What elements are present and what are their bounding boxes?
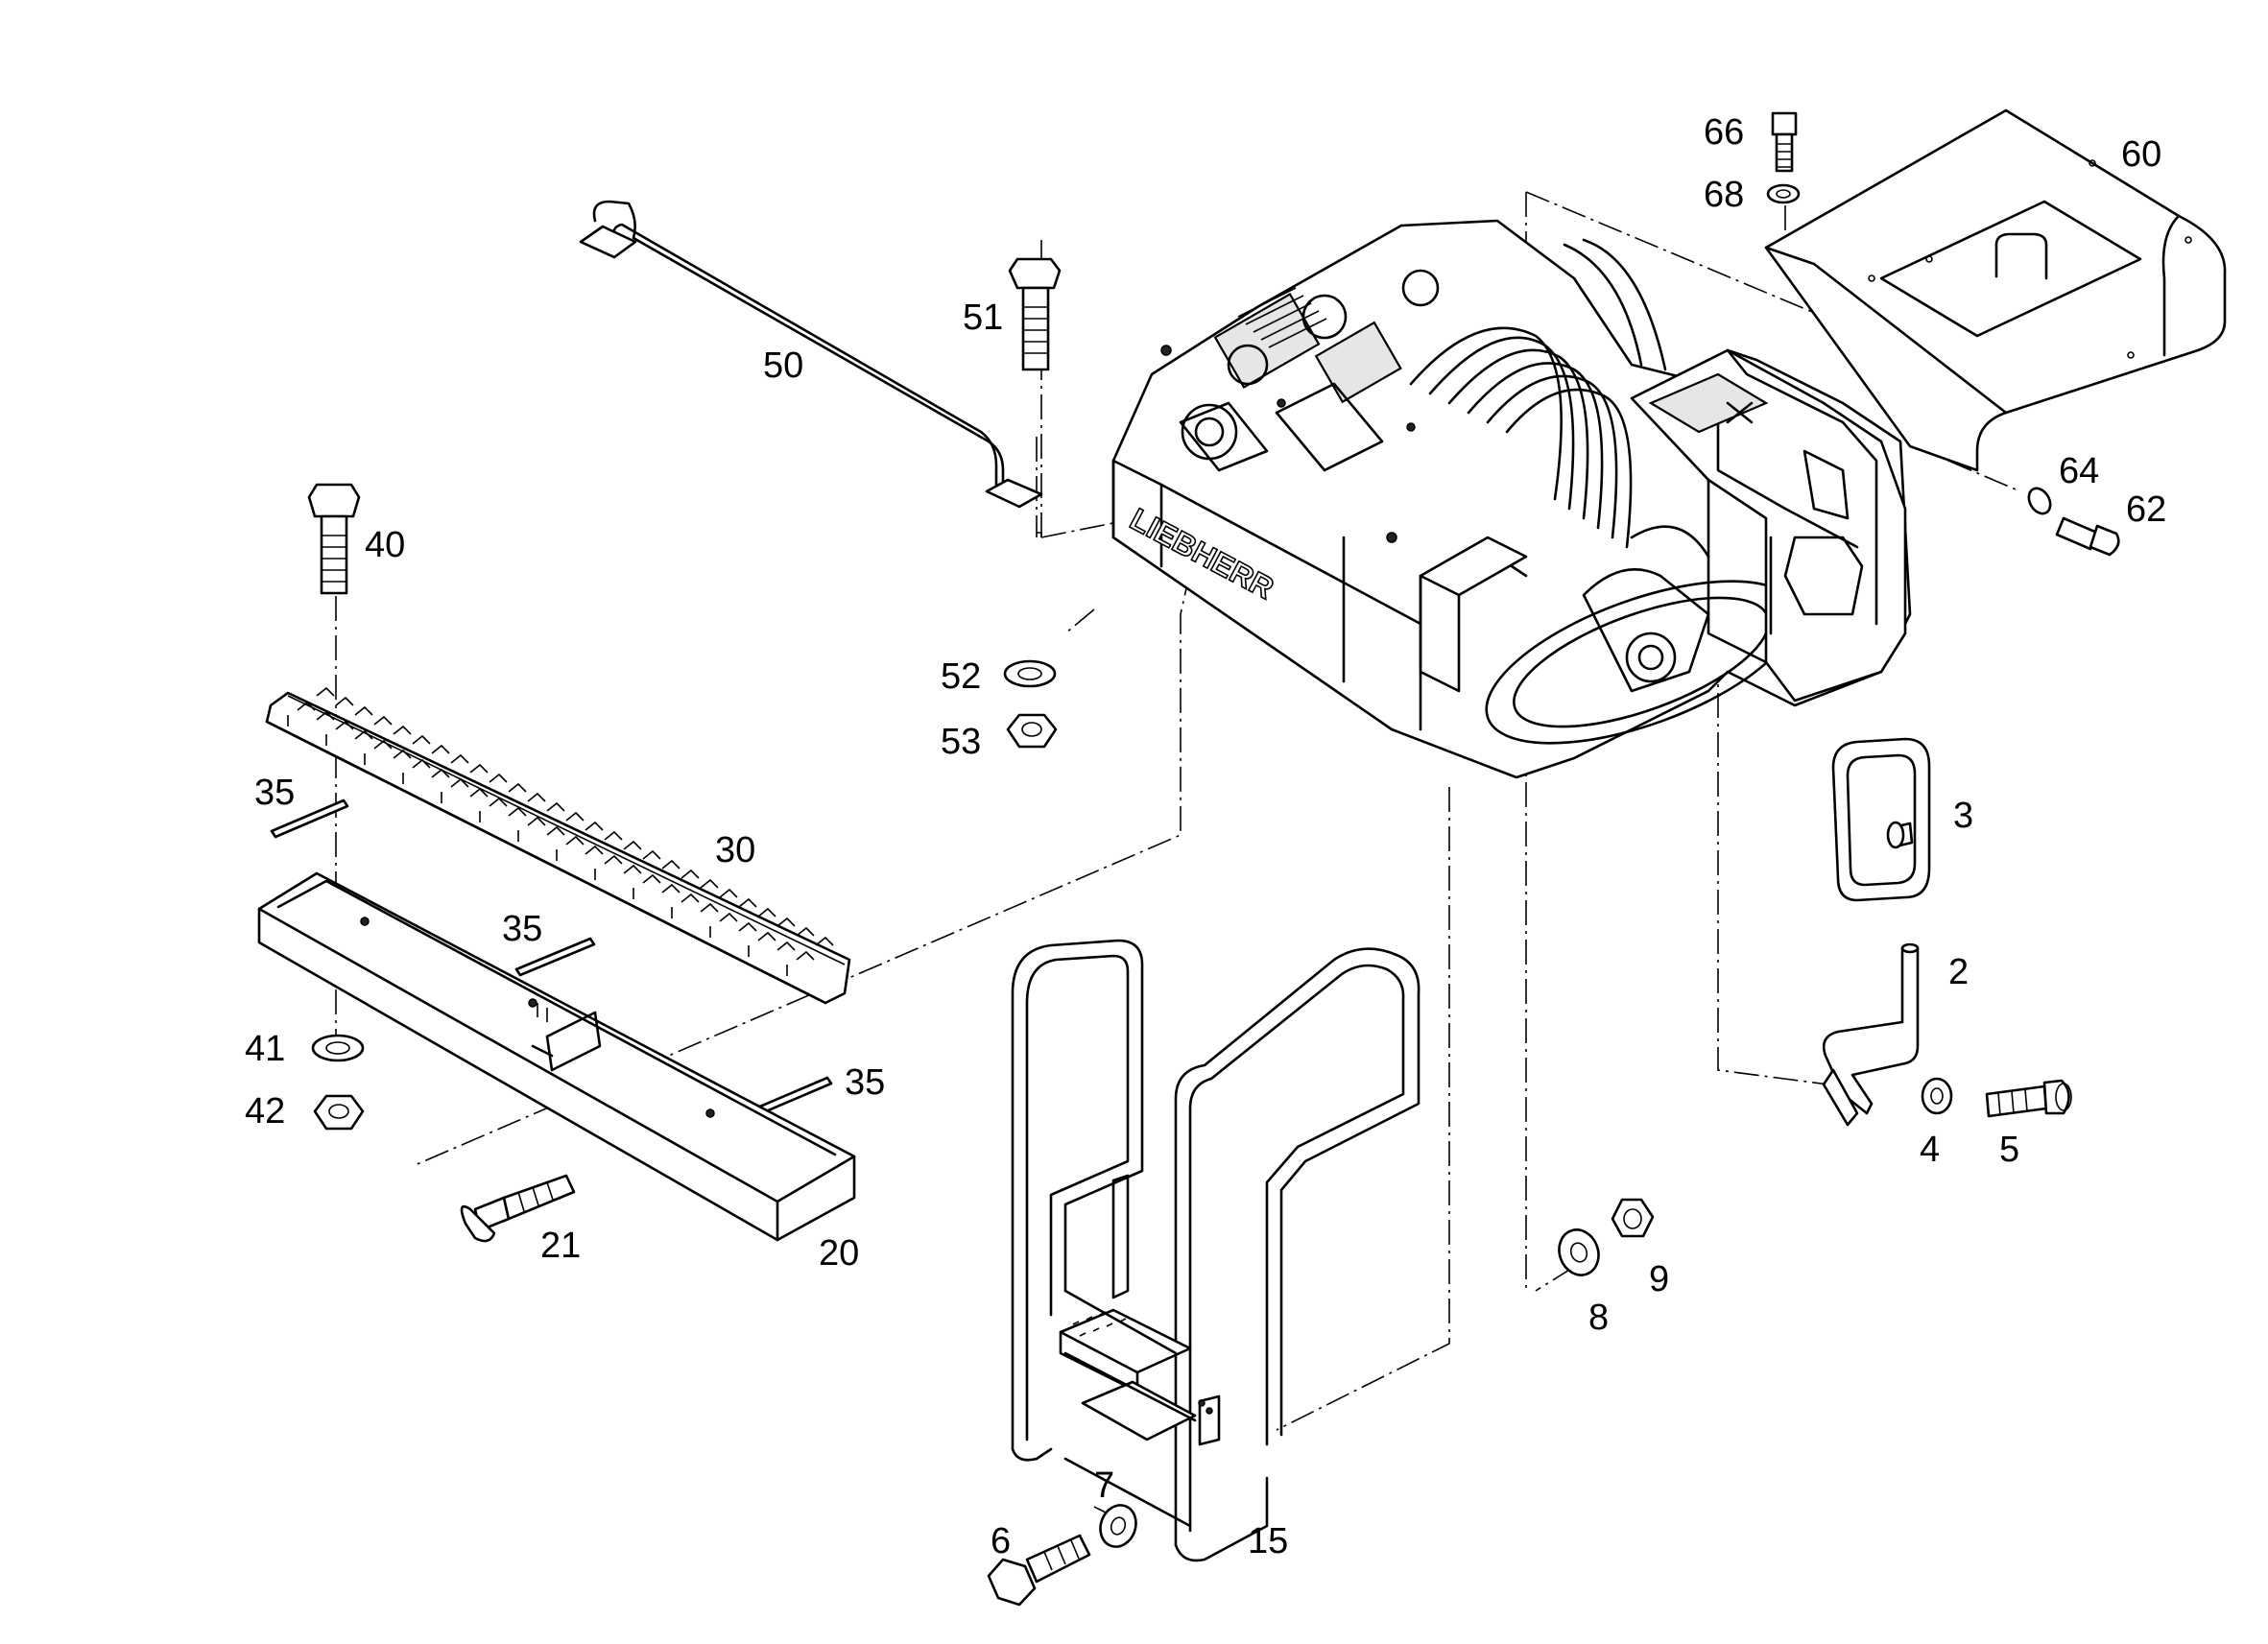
- label-part-41: 41: [245, 1029, 285, 1069]
- label-part-8: 8: [1588, 1298, 1609, 1338]
- washer-64: [2027, 487, 2052, 515]
- bolt-5: [1985, 1079, 2072, 1118]
- cab-frame: [1630, 348, 1907, 703]
- washer-68: [1766, 183, 1801, 204]
- nut-53: [1006, 713, 1058, 749]
- label-part-35c: 35: [845, 1062, 885, 1103]
- part-number-labels: 2 3 4 5 6 7 8 9 15 20 21 30 35 35 35 40 …: [245, 112, 2166, 1561]
- strip-35-c: [753, 1076, 833, 1116]
- nut-42: [313, 1094, 365, 1131]
- label-part-4: 4: [1920, 1130, 1940, 1170]
- grating-teeth: [287, 686, 834, 976]
- bolt-40: [307, 483, 361, 595]
- ladder-15: [1011, 939, 1420, 1562]
- cover-panel-60: [1764, 108, 2227, 472]
- bolt-62: [2055, 516, 2120, 557]
- handrail-50: [579, 200, 1043, 509]
- strip-35-a: [270, 798, 349, 839]
- label-part-66: 66: [1704, 112, 1744, 153]
- washer-7: [1099, 1504, 1137, 1548]
- label-part-6: 6: [991, 1521, 1011, 1561]
- label-part-7: 7: [1094, 1465, 1114, 1506]
- label-part-20: 20: [819, 1233, 859, 1274]
- label-part-42: 42: [245, 1091, 285, 1132]
- washer-8: [1558, 1228, 1600, 1276]
- label-part-68: 68: [1704, 175, 1744, 215]
- label-part-40: 40: [365, 525, 405, 565]
- label-part-21: 21: [540, 1226, 581, 1266]
- mirror-arm-2: [1822, 942, 1920, 1127]
- nut-9: [1611, 1198, 1655, 1238]
- washer-4: [1921, 1077, 1953, 1115]
- label-part-9: 9: [1649, 1259, 1669, 1299]
- bolt-66: [1771, 111, 1798, 173]
- label-part-15: 15: [1248, 1521, 1288, 1561]
- label-part-50: 50: [763, 345, 803, 386]
- grating-30: [265, 686, 851, 1005]
- label-part-62: 62: [2126, 489, 2166, 530]
- label-part-52: 52: [941, 656, 981, 697]
- label-part-30: 30: [715, 830, 755, 870]
- bolt-51: [1008, 257, 1062, 371]
- mirror-3: [1831, 737, 1931, 902]
- step-tray-20: [257, 871, 856, 1242]
- bolt-6: [987, 1534, 1091, 1607]
- washer-52: [1003, 659, 1057, 688]
- label-part-60: 60: [2121, 134, 2161, 175]
- label-part-64: 64: [2059, 451, 2099, 491]
- label-part-53: 53: [941, 722, 981, 762]
- bolt-21: [460, 1174, 576, 1243]
- label-part-35a: 35: [254, 773, 295, 813]
- label-part-5: 5: [1999, 1130, 2019, 1170]
- uppercarriage-body: [1111, 219, 1912, 779]
- washer-41: [311, 1034, 365, 1062]
- strip-35-b: [514, 937, 596, 977]
- label-part-2: 2: [1948, 952, 1969, 992]
- label-part-35b: 35: [502, 909, 542, 949]
- label-part-51: 51: [963, 298, 1003, 338]
- label-part-3: 3: [1953, 796, 1973, 836]
